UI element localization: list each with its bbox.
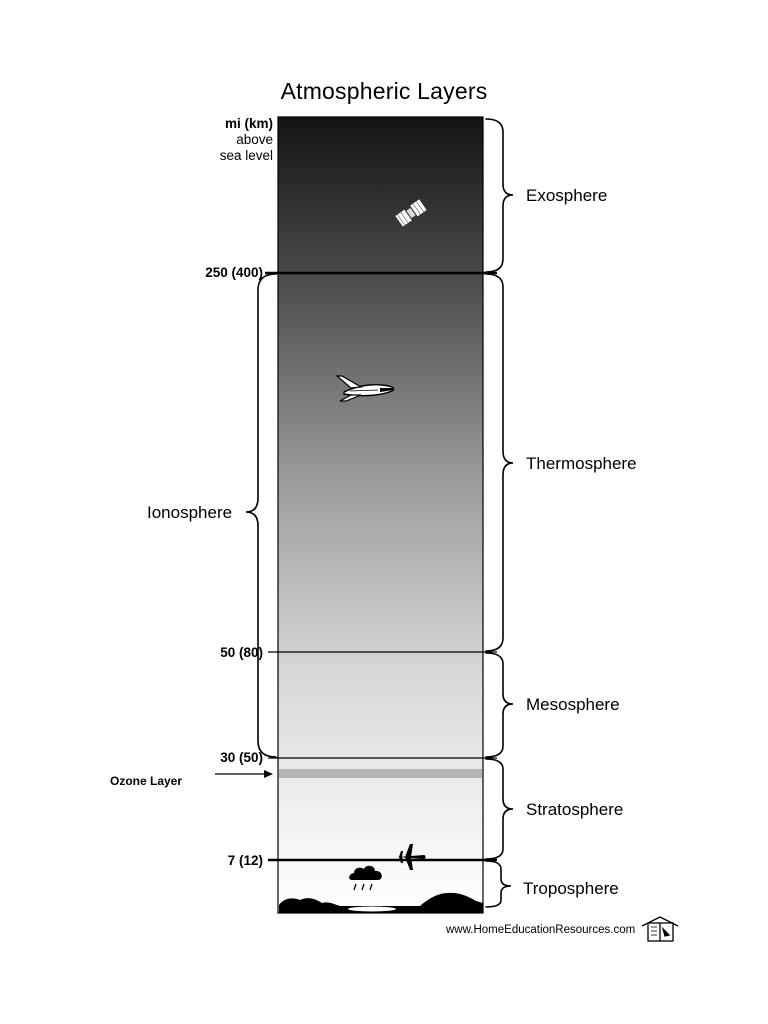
troposphere-brace [485, 860, 512, 908]
mesosphere-brace [485, 652, 514, 758]
layer-label-thermosphere: Thermosphere [526, 454, 637, 473]
airplane-icon [398, 844, 426, 870]
satellite-icon [394, 197, 428, 229]
layer-label-stratosphere: Stratosphere [526, 800, 624, 819]
altitude-label-30: 30 (50) [220, 750, 263, 765]
ozone-layer-label: Ozone Layer [110, 774, 183, 788]
stratosphere-brace [485, 758, 514, 860]
ionosphere-brace [245, 273, 277, 758]
space-shuttle-icon [335, 375, 395, 402]
lake [348, 906, 396, 912]
exosphere-brace [485, 118, 514, 273]
house-book-logo-icon [641, 916, 679, 942]
rain-cloud-icon [349, 865, 382, 891]
footer-url: www.HomeEducationResources.com [446, 924, 636, 936]
units-label: mi (km) above sea level [153, 116, 273, 164]
units-line-1: mi (km) [224, 116, 273, 131]
layer-label-exosphere: Exosphere [526, 186, 608, 205]
layer-label-mesosphere: Mesosphere [526, 695, 620, 714]
ozone-band [279, 769, 482, 778]
page-title: Atmospheric Layers [280, 78, 488, 104]
units-line-2: above [236, 132, 273, 147]
altitude-label-50: 50 (80) [220, 645, 263, 660]
altitude-label-250: 250 (400) [205, 265, 263, 280]
altitude-label-7: 7 (12) [227, 853, 263, 868]
atmosphere-column [277, 116, 484, 914]
units-line-3: sea level [219, 148, 273, 163]
ionosphere-label: Ionosphere [147, 503, 233, 522]
ozone-arrowhead [264, 770, 273, 778]
ground-silhouette [279, 892, 483, 913]
thermosphere-brace [485, 273, 514, 652]
layer-label-troposphere: Troposphere [523, 879, 619, 898]
